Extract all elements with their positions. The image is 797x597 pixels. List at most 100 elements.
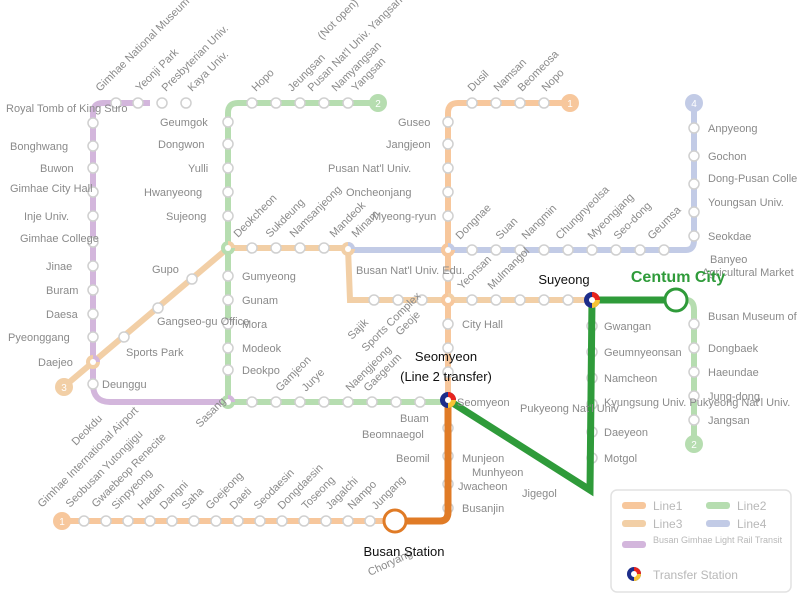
transfer-icon [441,293,455,307]
station-label: Kyungsung Univ. Pukyeong Nat'l Univ. [604,397,790,409]
line3-terminus-badge: 3 [55,378,73,396]
legend-line3: Line3 [653,517,683,531]
station-label: Gumyeong [242,271,296,283]
svg-text:2: 2 [375,99,381,110]
legend-transfer-icon [627,567,641,581]
legend: Line1 Line2 Line3 Line4 Busan Gimhae Lig… [610,489,792,593]
station-label: Bonghwang [10,141,68,153]
legend-swatch-line4 [706,520,730,527]
station-label: Anpyeong [708,123,758,135]
seomyeon-note: (Line 2 transfer) [400,369,492,384]
station-label: Banyeo [710,254,747,266]
station-label: Sujeong [166,211,206,223]
station-label: Jwacheon [458,481,508,493]
station-label: Guseo [398,117,430,129]
station-label: Daeyeon [604,427,648,439]
station-label: Gimhae College [20,233,99,245]
station-label: Daesa [46,309,79,321]
station-label: Seomyeon [457,397,510,409]
station-label: Inje Univ. [24,211,69,223]
svg-text:1: 1 [59,517,65,528]
station-label: Buwon [40,163,74,175]
highlighted-route [382,287,689,534]
legend-box [610,489,792,593]
station-label: Suan [494,215,521,242]
station-label: Jung-dong [708,391,760,403]
svg-text:3: 3 [61,383,67,394]
station-label: Geumnyeonsan [604,347,682,359]
transfer-icon [441,243,455,257]
line1-terminus-badge-north: 1 [561,94,579,112]
station-label: Jungang [370,474,408,512]
station-label: Modeok [242,343,282,355]
station-label: Busanjin [462,503,504,515]
station-label: Beomnaegol [362,429,424,441]
station-label: Geumgok [160,117,208,129]
station-label: Dusil [466,68,492,94]
station-label: Pukyeong Nat'l Univ [520,403,619,415]
route-green [446,296,676,497]
highlight-labels: Seomyeon (Line 2 transfer) Suyeong Centu… [364,269,726,559]
suyeong-transfer-icon [584,292,600,308]
station-label: Agricultural Market [702,267,794,279]
legend-line2: Line2 [737,499,767,513]
line2-terminus-badge: 2 [369,94,387,112]
station-label: Gangseo-gu Office [157,316,249,328]
seomyeon-label: Seomyeon [415,349,477,364]
legend-swatch-line1 [622,502,646,509]
station-label: Gunam [242,295,278,307]
station-label: Gwangan [604,321,651,333]
station-label: Munhyeon [472,467,523,479]
station-label: Gochon [708,151,747,163]
transfer-icon [221,241,235,255]
station-label: Dongnae [454,202,494,242]
station-label: Deunggu [102,379,147,391]
station-label: Hopo [250,67,277,94]
transfer-icon [221,395,235,409]
station-label: Busan Museum of Art [708,311,797,323]
legend-swatch-light-rail [622,541,646,548]
legend-light-rail: Busan Gimhae Light Rail Transit [653,535,783,545]
station-label: Hwanyeong [144,187,202,199]
station-label: Busan Nat'l Univ. Edu. [356,265,465,277]
transfer-icon [341,242,355,256]
legend-swatch-line3 [622,520,646,527]
transfer-stations [86,241,455,409]
station-label: Dongwon [158,139,204,151]
station-label: Royal Tomb of King Suro [6,103,127,115]
station-label: Buram [46,285,78,297]
line-badges: 3 2 1 4 2 1 [53,94,703,530]
station-label: Motgol [604,453,637,465]
station-label: Beomil [396,453,430,465]
centum-city-label: Centum City [631,269,725,286]
station-label: Pyeonggang [8,332,70,344]
station-label: Dong-Pusan College [708,173,797,185]
station-label: Gimhae City Hall [10,183,93,195]
station-label: Gupo [152,264,179,276]
station-label: Jangjeon [386,139,431,151]
route-orange [395,400,452,525]
legend-line1: Line1 [653,499,683,513]
busan-station-label: Busan Station [364,544,445,559]
station-label: Yulli [188,163,208,175]
station-label: Mora [242,319,268,331]
station-label: Namcheon [604,373,657,385]
station-label: Oncheonjang [346,187,411,199]
station-label: Dongbaek [708,343,759,355]
station-label: Daejeo [38,357,73,369]
centum-city-marker [663,287,689,313]
line4-terminus-badge: 4 [685,94,703,112]
station-label: Jigegol [522,488,557,500]
legend-transfer: Transfer Station [653,568,738,582]
line2-terminus-badge-east: 2 [685,435,703,453]
station-label: Myeong-ryun [372,211,436,223]
station-label: City Hall [462,319,503,331]
station-label: Youngsan Univ. [708,197,784,209]
station-label: Buam [400,413,429,425]
line2-path-north [225,100,378,402]
svg-text:1: 1 [567,99,573,110]
svg-text:2: 2 [691,440,697,451]
station-label: Jangsan [708,415,750,427]
light-rail-line [90,100,150,370]
